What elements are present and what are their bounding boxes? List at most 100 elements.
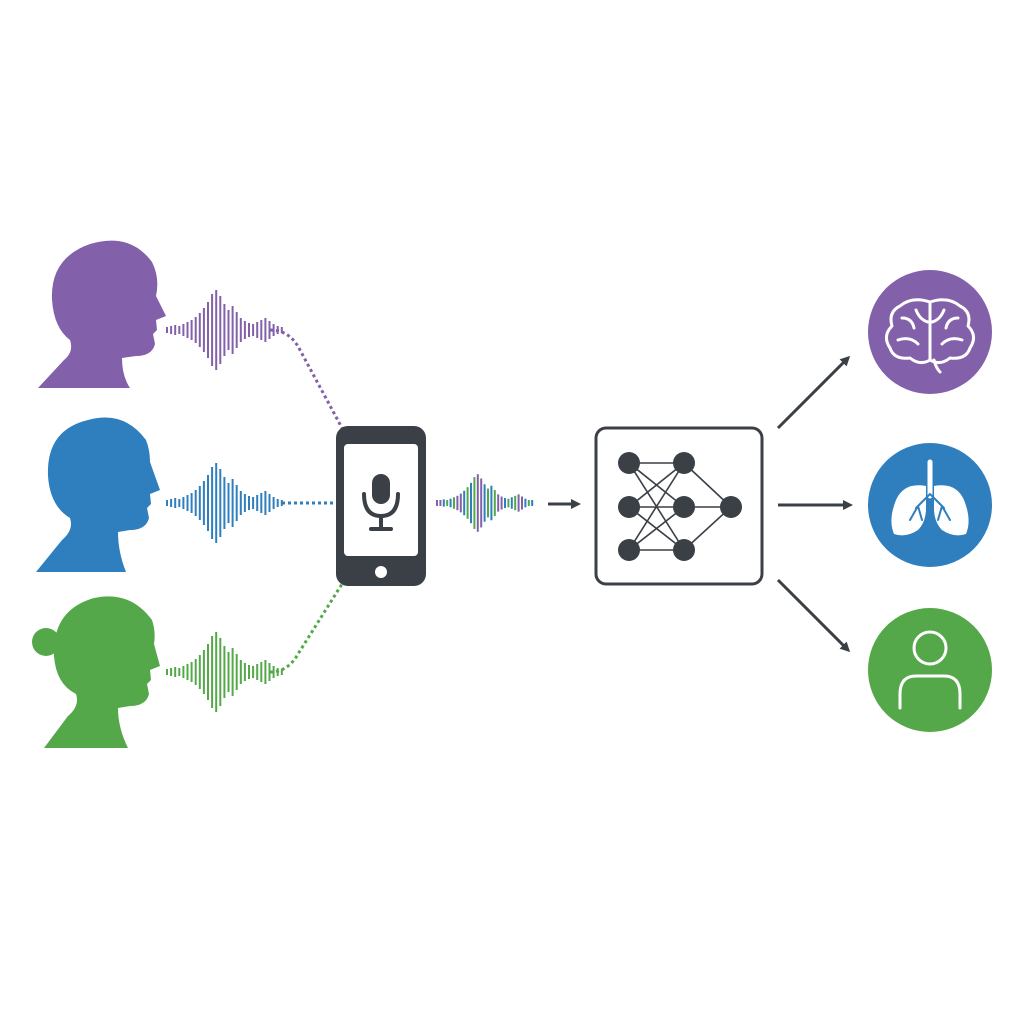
waveform-bar: [521, 496, 523, 510]
waveform-bar: [280, 327, 283, 333]
waveform-bar: [174, 667, 177, 677]
waveform-bar: [439, 500, 442, 506]
waveform-bar: [166, 327, 168, 333]
waveform-bar: [276, 499, 279, 507]
waveform-bar: [170, 668, 173, 676]
waveform-bar: [280, 500, 283, 506]
speaker-purple-connector: [269, 328, 344, 429]
waveform-bar: [223, 304, 226, 356]
waveform-bar: [190, 662, 193, 682]
waveform-bar: [272, 324, 275, 336]
neural-network-icon: [618, 452, 742, 561]
waveform-bar: [207, 644, 209, 700]
waveform-bar: [442, 499, 445, 507]
waveform-bar: [459, 493, 462, 513]
waveform-bar: [178, 668, 181, 676]
waveform-bar: [456, 495, 459, 511]
waveform-bar: [466, 487, 469, 519]
waveform-bar: [463, 490, 466, 516]
waveform-bar: [490, 485, 493, 521]
waveform-bar: [202, 308, 205, 352]
waveform-bar: [182, 324, 185, 336]
speaker-green-head-icon: [32, 596, 160, 748]
waveform-bar: [219, 296, 222, 364]
waveform-bar: [524, 498, 527, 508]
waveform-bar: [260, 662, 263, 682]
waveform-bar: [260, 320, 263, 340]
smartphone-device: [336, 426, 426, 586]
waveform-bar: [243, 321, 246, 339]
waveform-bar: [243, 663, 246, 681]
nn-node: [618, 452, 640, 474]
speaker-purple-head-icon: [38, 240, 166, 388]
speaker-blue-head-icon: [36, 417, 160, 572]
waveform-bar: [480, 478, 483, 528]
waveform-bar: [223, 646, 226, 698]
waveform-bar: [182, 666, 185, 678]
waveform-bar: [194, 490, 197, 516]
waveform-bar: [243, 494, 246, 512]
waveform-bar: [231, 648, 234, 696]
waveform-bar: [170, 326, 173, 334]
waveform-bar: [252, 666, 255, 678]
waveform-bar: [207, 475, 209, 531]
speakers-group: [32, 240, 166, 748]
nn-node: [720, 496, 742, 518]
waveform-bar: [476, 474, 479, 532]
waveform-bar: [272, 666, 275, 678]
waveform-bar: [235, 312, 238, 348]
waveform-bar: [517, 494, 520, 512]
waveform-bar: [256, 322, 259, 338]
brain-icon: [885, 298, 975, 374]
waveform-bar: [239, 318, 242, 342]
output-lungs: [868, 443, 992, 567]
waveform-bar: [264, 660, 267, 684]
waveform-bar: [252, 497, 255, 509]
nn-node: [618, 539, 640, 561]
waveform-bar: [487, 488, 489, 518]
waveform-bar: [252, 324, 255, 336]
waveform-bar: [182, 497, 185, 509]
waveform-bar: [186, 322, 189, 338]
waveform-bar: [256, 664, 259, 680]
waveform-bar: [211, 467, 214, 539]
waveform-bar: [264, 318, 267, 342]
waveform-bar: [264, 491, 267, 515]
waveform-bar: [268, 321, 271, 339]
waveform-bar: [272, 497, 275, 509]
waveform-bar: [248, 323, 250, 337]
waveform-bar: [235, 485, 238, 521]
waveform-bar: [235, 654, 238, 690]
nn-node: [673, 496, 695, 518]
waveform-bar: [202, 650, 205, 694]
waveform-bar: [504, 497, 506, 509]
neural-network-model: [594, 426, 764, 586]
waveform-bar: [215, 463, 218, 543]
waveform-bar: [531, 500, 534, 506]
waveform-bar: [268, 663, 271, 681]
waveform-bar: [227, 310, 230, 350]
waveform-bar: [166, 669, 168, 675]
arrow-to-brain-output: [776, 355, 851, 430]
speaker-green-waveform: [166, 632, 283, 712]
speaker-green-connector: [269, 583, 344, 674]
microphone-icon: [362, 474, 400, 531]
waveform-bar: [497, 494, 500, 512]
lungs-icon: [891, 459, 969, 536]
waveform-bar: [256, 495, 259, 511]
waveform-bar: [166, 500, 168, 506]
waveform-bar: [194, 659, 197, 685]
waveform-bar: [507, 498, 510, 508]
waveform-bar: [260, 493, 263, 513]
waveform-bar: [190, 320, 193, 340]
arrow-to-person-output: [776, 578, 851, 653]
nn-edge: [628, 462, 685, 508]
waveform-bar: [194, 317, 197, 343]
nn-node: [673, 452, 695, 474]
waveform-bar: [219, 469, 222, 537]
waveform-bar: [186, 495, 189, 511]
waveform-bar: [510, 497, 513, 509]
waveform-bar: [207, 302, 209, 358]
waveform-bar: [473, 477, 476, 529]
